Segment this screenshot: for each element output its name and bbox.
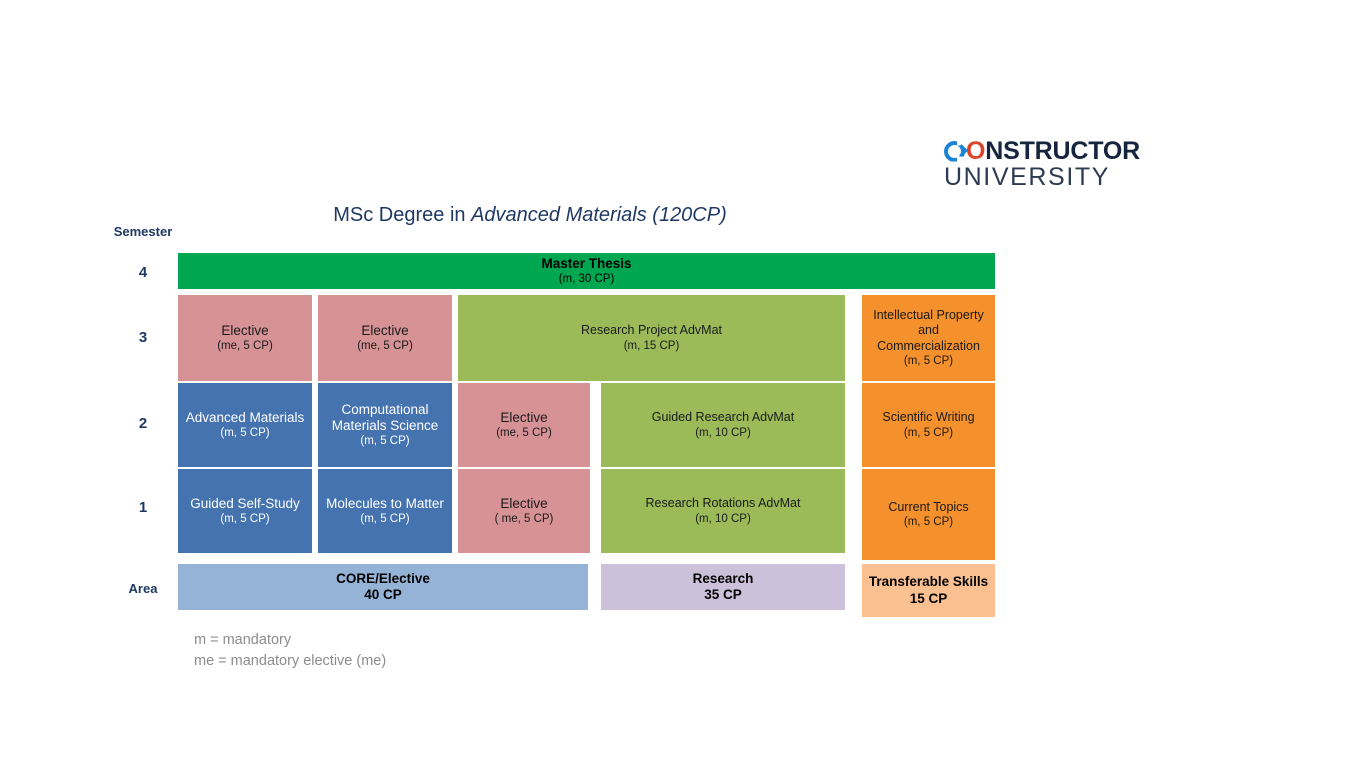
course-title: Scientific Writing xyxy=(882,410,975,425)
logo-o-letter: O xyxy=(966,137,986,165)
legend-item-mandatory: m = mandatory xyxy=(194,632,292,648)
course-credits: (m, 5 CP) xyxy=(360,513,410,526)
area-title: CORE/Elective xyxy=(336,570,430,586)
course-title: Master Thesis xyxy=(541,255,632,271)
course-box-guided-self-study: Guided Self-Study (m, 5 CP) xyxy=(178,469,312,553)
legend-item-mandatory-elective: me = mandatory elective (me) xyxy=(194,653,387,669)
page-title-plain: MSc Degree in xyxy=(333,204,472,226)
course-box-intellectual-property-commercialization: Intellectual Property and Commercializat… xyxy=(862,295,995,381)
course-credits: (m, 5 CP) xyxy=(360,435,410,448)
course-credits: (m, 5 CP) xyxy=(220,513,270,526)
course-box-current-topics: Current Topics (m, 5 CP) xyxy=(862,469,995,560)
course-box-elective-s1: Elective ( me, 5 CP) xyxy=(458,469,590,553)
course-title: Elective xyxy=(221,322,269,338)
area-credits: 15 CP xyxy=(909,590,948,606)
page-title: MSc Degree in Advanced Materials (120CP) xyxy=(0,204,1060,227)
logo-c-icon xyxy=(944,140,968,162)
course-credits: ( me, 5 CP) xyxy=(494,513,554,526)
course-credits: (m, 5 CP) xyxy=(220,427,270,440)
semester-label-2: 2 xyxy=(138,415,148,432)
course-box-elective-s2: Elective (me, 5 CP) xyxy=(458,383,590,467)
area-credits: 40 CP xyxy=(364,587,402,602)
course-credits: (m, 30 CP) xyxy=(558,273,615,286)
page-title-emphasis: Advanced Materials (120CP) xyxy=(471,204,727,226)
course-credits: (m, 5 CP) xyxy=(903,354,954,367)
semester-axis-header: Semester xyxy=(113,224,173,239)
legend: m = mandatory me = mandatory elective (m… xyxy=(194,630,386,672)
area-title: Research xyxy=(692,570,754,586)
semester-label-4: 4 xyxy=(138,264,148,281)
course-box-guided-research-advmat: Guided Research AdvMat (m, 10 CP) xyxy=(601,383,845,467)
course-title: Elective xyxy=(500,495,548,511)
logo-wordmark-line2: UNIVERSITY xyxy=(944,163,1111,191)
course-box-advanced-materials: Advanced Materials (m, 5 CP) xyxy=(178,383,312,467)
course-title: Research Rotations AdvMat xyxy=(645,496,801,511)
course-credits: (m, 5 CP) xyxy=(903,426,954,439)
course-title: Research Project AdvMat xyxy=(580,323,723,338)
course-credits: (m, 5 CP) xyxy=(903,516,954,529)
course-title: Computational Materials Science xyxy=(331,401,439,433)
course-credits: (me, 5 CP) xyxy=(217,340,273,353)
course-box-elective-s3-b: Elective (me, 5 CP) xyxy=(318,295,452,381)
course-credits: (m, 15 CP) xyxy=(623,339,680,352)
course-title: Current Topics xyxy=(888,499,969,514)
course-title: Intellectual Property and Commercializat… xyxy=(873,308,984,353)
course-credits: (me, 5 CP) xyxy=(496,427,552,440)
area-credits: 35 CP xyxy=(704,587,742,602)
course-credits: (me, 5 CP) xyxy=(357,340,413,353)
area-axis-header: Area xyxy=(128,581,158,596)
course-credits: (m, 10 CP) xyxy=(695,512,751,525)
course-box-scientific-writing: Scientific Writing (m, 5 CP) xyxy=(862,383,995,467)
course-box-elective-s3-a: Elective (me, 5 CP) xyxy=(178,295,312,381)
area-box-core-elective: CORE/Elective 40 CP xyxy=(178,564,588,610)
area-box-research: Research 35 CP xyxy=(601,564,845,610)
area-box-transferable-skills: Transferable Skills 15 CP xyxy=(862,564,995,617)
course-title: Advanced Materials xyxy=(185,409,305,425)
course-title: Guided Research AdvMat xyxy=(651,410,795,425)
area-title: Transferable Skills xyxy=(868,574,989,590)
course-box-molecules-to-matter: Molecules to Matter (m, 5 CP) xyxy=(318,469,452,553)
semester-label-1: 1 xyxy=(138,499,148,516)
semester-label-3: 3 xyxy=(138,329,148,346)
course-title: Elective xyxy=(500,409,548,425)
course-box-computational-materials-science: Computational Materials Science (m, 5 CP… xyxy=(318,383,452,467)
course-title: Guided Self-Study xyxy=(190,495,300,511)
course-box-research-project-advmat: Research Project AdvMat (m, 15 CP) xyxy=(458,295,845,381)
course-box-master-thesis: Master Thesis (m, 30 CP) xyxy=(178,253,995,289)
course-box-research-rotations-advmat: Research Rotations AdvMat (m, 10 CP) xyxy=(601,469,845,553)
logo-brand-rest: NSTRUCTOR xyxy=(985,137,1140,165)
course-credits: (m, 10 CP) xyxy=(695,426,751,439)
course-title: Elective xyxy=(361,322,409,338)
course-title: Molecules to Matter xyxy=(326,495,444,511)
